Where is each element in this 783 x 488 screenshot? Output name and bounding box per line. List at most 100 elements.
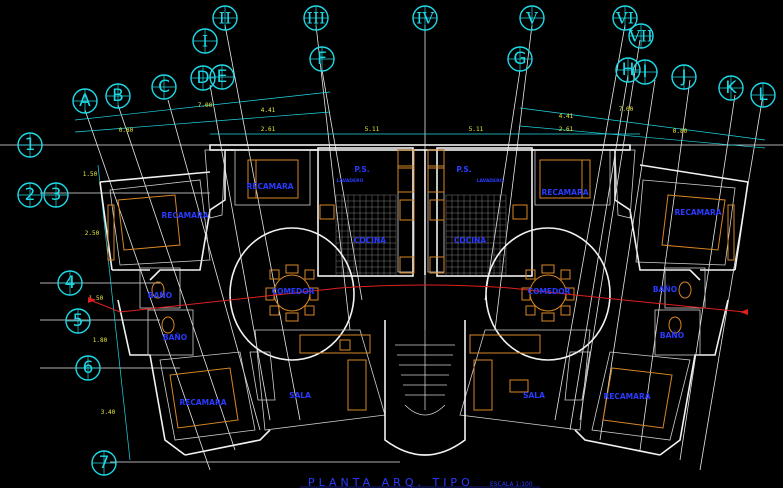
- kitchen-tile-grid: [335, 194, 507, 275]
- svg-text:K: K: [725, 78, 737, 98]
- dim-top-6: 7.00: [619, 106, 634, 113]
- svg-text:J: J: [680, 67, 686, 87]
- label-recamara-top-left: RECAMARA: [246, 182, 293, 191]
- stair-treads: [395, 330, 455, 416]
- svg-text:2: 2: [25, 185, 36, 205]
- axis-bubble-6: 6: [75, 355, 101, 381]
- label-cocina-left: COCINA: [354, 236, 386, 245]
- sofa-left-b: [347, 359, 367, 411]
- svg-text:7: 7: [99, 453, 110, 473]
- axis-bubbles-rows: 1 2 3 4 5 6 7: [17, 132, 117, 476]
- svg-text:E: E: [217, 67, 228, 87]
- axis-bubble-k: K: [718, 75, 744, 101]
- label-recamara-right: RECAMARA: [674, 208, 721, 217]
- svg-text:H: H: [622, 60, 635, 80]
- right-dining-table: [521, 264, 575, 322]
- label-bano-left-b: BAÑO: [163, 333, 187, 342]
- axis-bubble-e: E: [209, 64, 235, 90]
- svg-text:A: A: [79, 91, 91, 111]
- dim-top-3: 5.11: [365, 126, 380, 133]
- svg-text:V: V: [525, 9, 538, 28]
- svg-text:1: 1: [25, 135, 36, 155]
- dim-top-2: 4.41: [261, 107, 276, 114]
- bed-left-upper: [117, 194, 181, 251]
- drawing-title-block: PLANTA ARQ. TIPO ESCALA 1:100: [300, 476, 540, 488]
- svg-text:IV: IV: [416, 9, 434, 28]
- label-ps-left: P.S.: [354, 165, 369, 174]
- label-lavadero-left: LAVADERO: [337, 178, 364, 184]
- label-recamara-left: RECAMARA: [161, 211, 208, 220]
- section-cut-line: [88, 284, 748, 315]
- axis-bubble-1: 1: [17, 132, 43, 158]
- svg-text:VI: VI: [615, 9, 634, 28]
- construction-grid: [0, 24, 783, 471]
- dim-left-4: 1.80: [93, 337, 108, 344]
- axis-bubble-l: L: [750, 82, 776, 108]
- axis-bubble-4: 4: [57, 270, 83, 296]
- axis-bubble-iv: IV: [412, 5, 438, 31]
- label-bano-left-a: BAÑO: [148, 291, 172, 300]
- svg-text:I: I: [642, 62, 647, 82]
- sofa-right-b: [473, 359, 493, 411]
- svg-text:G: G: [513, 49, 526, 69]
- axis-bubble-ii: II: [212, 5, 238, 31]
- furniture: [107, 149, 735, 429]
- dim-left-3: 1.50: [89, 295, 104, 302]
- dim-top-4: 5.11: [469, 126, 484, 133]
- bed-top-right: [539, 159, 591, 199]
- room-labels: RECAMARA RECAMARA RECAMARA RECAMARA RECA…: [148, 165, 722, 407]
- sofa-right-a: [469, 334, 541, 354]
- axis-bubble-iii: III: [303, 5, 329, 31]
- axis-bubble-5: 5: [65, 308, 91, 334]
- dim-second-1: 0.80: [119, 127, 134, 134]
- label-cocina-right: COCINA: [454, 236, 486, 245]
- svg-text:4: 4: [65, 273, 76, 293]
- axis-bubble-d: D: [190, 65, 216, 91]
- bed-left-lower: [169, 367, 239, 429]
- bed-right-lower: [602, 367, 673, 429]
- label-sala-left: SALA: [289, 391, 311, 400]
- axis-bubble-i: I: [192, 28, 218, 54]
- svg-text:III: III: [307, 9, 326, 28]
- label-comedor-right: COMEDOR: [528, 287, 571, 296]
- svg-text:B: B: [112, 86, 124, 106]
- axis-bubble-f: F: [309, 46, 335, 72]
- axis-bubble-c: C: [151, 74, 177, 100]
- label-recamara-bottom-right: RECAMARA: [603, 392, 650, 401]
- dim-left-1: 1.50: [83, 171, 98, 178]
- axis-bubble-v: V: [519, 5, 545, 31]
- svg-text:5: 5: [73, 311, 84, 331]
- svg-text:3: 3: [51, 185, 62, 205]
- dim-left-2: 2.50: [85, 230, 100, 237]
- label-ps-right: P.S.: [456, 165, 471, 174]
- svg-text:F: F: [317, 49, 327, 69]
- svg-text:II: II: [219, 9, 232, 28]
- axis-bubble-i-right: I: [632, 59, 658, 85]
- axis-bubble-a: A: [72, 88, 98, 114]
- svg-text:6: 6: [83, 358, 94, 378]
- svg-text:D: D: [196, 68, 209, 88]
- label-bano-right-a: BAÑO: [653, 285, 677, 294]
- label-recamara-bottom-left: RECAMARA: [179, 398, 226, 407]
- axis-bubble-2: 2: [17, 182, 43, 208]
- axis-bubble-b: B: [105, 83, 131, 109]
- dim-left-5: 3.40: [101, 409, 116, 416]
- axis-bubble-vi: VI: [612, 5, 638, 31]
- bed-right-upper: [661, 194, 726, 251]
- sofa-left-a: [299, 334, 371, 354]
- label-sala-right: SALA: [523, 391, 545, 400]
- drawing-scale: ESCALA 1:100: [490, 481, 533, 488]
- dim-second-2: 2.61: [261, 126, 276, 133]
- label-recamara-top-right: RECAMARA: [541, 188, 588, 197]
- axis-bubble-h: H: [615, 57, 641, 83]
- label-lavadero-right: LAVADERO: [477, 178, 504, 184]
- bed-top-left: [247, 159, 299, 199]
- axis-bubbles-top: II III IV V VI VII I F G: [192, 5, 654, 72]
- axis-bubble-3: 3: [43, 182, 69, 208]
- label-comedor-left: COMEDOR: [272, 287, 315, 296]
- left-dining-table: [265, 264, 319, 322]
- axis-bubble-g: G: [507, 46, 533, 72]
- axis-bubble-vii: VII: [628, 23, 654, 49]
- dim-top-5: 4.41: [559, 113, 574, 120]
